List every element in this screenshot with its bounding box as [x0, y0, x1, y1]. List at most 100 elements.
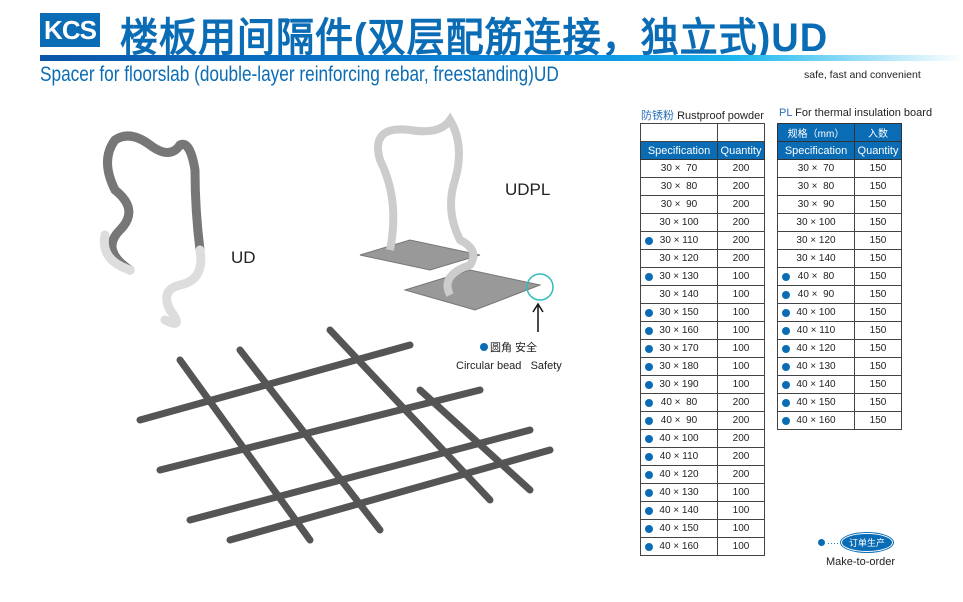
gradient-divider	[40, 55, 963, 61]
quantity-cell: 100	[717, 321, 765, 340]
made-to-order-dot-icon	[782, 417, 790, 425]
spec-cell: 30 × 140	[777, 249, 855, 268]
quantity-cell: 200	[717, 231, 765, 250]
spec-cell: 30 × 70	[640, 159, 718, 178]
spec-cell: 30 × 90	[640, 195, 718, 214]
spec-cell: 40 × 150	[640, 519, 718, 538]
made-to-order-dot-icon	[645, 345, 653, 353]
spec-cell: 40 × 120	[777, 339, 855, 358]
quantity-cell: 150	[854, 375, 902, 394]
spec-cell: 40 × 120	[640, 465, 718, 484]
rebar-grid-image	[136, 326, 554, 544]
spec-cell: 30 × 90	[777, 195, 855, 214]
spec-cell: 40 × 80	[640, 393, 718, 412]
quantity-cell: 200	[717, 465, 765, 484]
spec-cell: 30 × 100	[777, 213, 855, 232]
spec-cell: 30 × 120	[640, 249, 718, 268]
quantity-cell: 150	[854, 303, 902, 322]
udpl-spacer-image	[359, 112, 554, 332]
spec-cell: 30 × 80	[640, 177, 718, 196]
made-to-order-dot-icon	[782, 381, 790, 389]
ud-label: UD	[231, 248, 256, 267]
quantity-cell: 200	[717, 159, 765, 178]
spec-cell: 30 × 140	[640, 285, 718, 304]
spec-cell: 40 × 90	[777, 285, 855, 304]
quantity-cell: 100	[717, 519, 765, 538]
spec-cell: 40 × 130	[777, 357, 855, 376]
spec-cell: 40 × 90	[640, 411, 718, 430]
made-to-order-dot-icon	[645, 489, 653, 497]
logo: KCS	[40, 13, 100, 47]
spec-cell: 30 × 120	[777, 231, 855, 250]
made-to-order-dot-icon	[645, 363, 653, 371]
spec-cell: 40 × 140	[640, 501, 718, 520]
spec-cell: 30 × 110	[640, 231, 718, 250]
quantity-cell: 150	[854, 411, 902, 430]
quantity-cell: 150	[854, 321, 902, 340]
ud-spacer-image	[99, 131, 206, 328]
make-to-order-badge: 订单生产	[841, 533, 894, 552]
rustproof-caption: 防锈粉 Rustproof powder	[641, 110, 764, 122]
spec-cell: 30 × 130	[640, 267, 718, 286]
made-to-order-dot-icon	[645, 543, 653, 551]
spec-cell: 30 × 170	[640, 339, 718, 358]
quantity-cell: 100	[717, 357, 765, 376]
made-to-order-dot-icon	[782, 309, 790, 317]
spec-cell: 30 × 190	[640, 375, 718, 394]
quantity-cell: 100	[717, 537, 765, 556]
spec-cell: 40 × 160	[777, 411, 855, 430]
quantity-cell: 150	[854, 213, 902, 232]
quantity-cell: 150	[854, 231, 902, 250]
made-to-order-dot-icon	[645, 273, 653, 281]
quantity-cell: 150	[854, 393, 902, 412]
made-to-order-dot-icon	[480, 343, 488, 351]
made-to-order-dot-icon	[645, 381, 653, 389]
spec-cell: 40 × 160	[640, 537, 718, 556]
spec-cell: 40 × 80	[777, 267, 855, 286]
made-to-order-dot-icon	[645, 417, 653, 425]
page-title: 楼板用间隔件(双层配筋连接，独立式)UD	[120, 16, 829, 61]
made-to-order-dot-icon	[645, 327, 653, 335]
made-to-order-dot-icon	[818, 539, 825, 546]
made-to-order-dot-icon	[645, 525, 653, 533]
quantity-cell: 150	[854, 339, 902, 358]
made-to-order-dot-icon	[782, 273, 790, 281]
spec-cell: 40 × 130	[640, 483, 718, 502]
made-to-order-dot-icon	[645, 309, 653, 317]
quantity-cell: 150	[854, 249, 902, 268]
quantity-cell: 100	[717, 483, 765, 502]
quantity-cell: 100	[717, 267, 765, 286]
spec-cell: 40 × 110	[777, 321, 855, 340]
quantity-cell: 100	[717, 303, 765, 322]
made-to-order-dot-icon	[645, 435, 653, 443]
made-to-order-dot-icon	[645, 507, 653, 515]
legend: ···· 订单生产	[818, 533, 894, 552]
quantity-cell: 200	[717, 177, 765, 196]
quantity-cell: 100	[717, 501, 765, 520]
